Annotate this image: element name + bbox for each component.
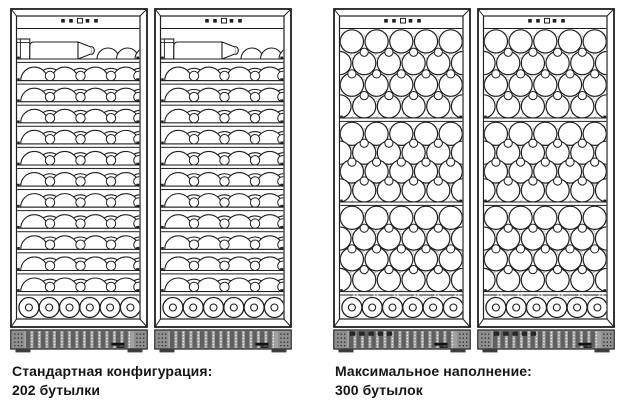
bulk-section xyxy=(484,29,607,122)
bulk-section xyxy=(340,29,463,122)
shelf-row xyxy=(17,171,140,191)
vent-grille xyxy=(333,329,471,353)
top-shelf-lying-bottle xyxy=(161,38,284,63)
caption-title: Максимальное наполнение: xyxy=(335,363,532,379)
shelf-row xyxy=(161,256,284,275)
caption-bottle-count: 300 бутылок xyxy=(335,382,423,398)
control-button-icon xyxy=(94,19,98,23)
control-button-icon xyxy=(536,19,540,23)
bulk-section xyxy=(484,205,607,295)
control-button-icon xyxy=(392,19,396,23)
vent-grille xyxy=(154,329,292,353)
shelf-row xyxy=(17,108,140,127)
display-button-icon xyxy=(544,17,550,24)
shelf-row xyxy=(17,150,140,169)
standing-bottles-row xyxy=(485,294,607,319)
standing-bottles-row xyxy=(18,296,140,319)
vent-grille xyxy=(10,329,148,353)
display-button-icon xyxy=(77,17,83,24)
figure-caption: Максимальное наполнение: 300 бутылок xyxy=(333,362,615,400)
control-panel xyxy=(484,17,607,29)
shelf-row xyxy=(17,235,140,254)
control-button-icon xyxy=(408,19,413,23)
cabinet-foot xyxy=(159,349,175,353)
cabinet-foot xyxy=(450,349,466,353)
shelf-row xyxy=(161,87,284,106)
shelf-row xyxy=(161,171,284,191)
bulk-section xyxy=(484,121,607,206)
control-panel xyxy=(161,17,284,29)
control-panel xyxy=(340,17,463,29)
cabinet-foot xyxy=(271,349,287,353)
cabinet-pair-standard xyxy=(10,8,292,354)
cabinet-foot xyxy=(338,349,354,353)
control-button-icon xyxy=(417,19,421,23)
shelf-row xyxy=(161,150,284,169)
caption-bottle-count: 202 бутылки xyxy=(12,382,101,398)
control-button-icon xyxy=(61,19,65,23)
control-button-icon xyxy=(229,19,234,23)
display-button-icon xyxy=(221,17,227,24)
shelf-row xyxy=(161,66,284,85)
control-button-icon xyxy=(213,19,217,23)
wine-cabinet-drawing xyxy=(154,8,292,353)
standing-bottles-row xyxy=(162,296,284,319)
control-button-icon xyxy=(561,19,565,23)
control-panel xyxy=(17,17,140,29)
wine-cabinet-drawing xyxy=(10,8,148,353)
caption-title: Стандартная конфигурация: xyxy=(12,363,213,379)
shelf-row xyxy=(17,129,140,148)
top-shelf-lying-bottle xyxy=(17,38,140,63)
control-button-icon xyxy=(238,19,242,23)
figure-maximum-filling: Максимальное наполнение: 300 бутылок xyxy=(333,8,615,400)
cabinet-foot xyxy=(127,349,143,353)
shelf-row xyxy=(17,87,140,106)
control-button-icon xyxy=(552,19,557,23)
figure-caption: Стандартная конфигурация: 202 бутылки xyxy=(10,362,292,400)
shelf-row xyxy=(161,108,284,127)
control-button-icon xyxy=(205,19,209,23)
bulk-section xyxy=(340,205,463,295)
wine-cabinet-drawing xyxy=(333,8,471,353)
lying-bottle-icon xyxy=(29,41,79,60)
shelf-row xyxy=(17,214,140,233)
vent-grille xyxy=(477,329,615,353)
wine-cabinet-drawing xyxy=(477,8,615,353)
display-button-icon xyxy=(400,17,406,24)
shelf-row xyxy=(17,66,140,85)
cabinet-foot xyxy=(482,349,498,353)
standing-bottles-row xyxy=(341,294,463,319)
shelf-row xyxy=(161,193,284,212)
shelf-row xyxy=(17,193,140,212)
cabinet-foot xyxy=(15,349,31,353)
shelf-row xyxy=(161,129,284,148)
figure-standard-configuration: Стандартная конфигурация: 202 бутылки xyxy=(10,8,292,400)
shelf-row xyxy=(161,214,284,233)
shelf-row xyxy=(17,256,140,275)
control-button-icon xyxy=(384,19,388,23)
lying-bottle-icon xyxy=(173,41,223,60)
cabinet-pair-maximum xyxy=(333,8,615,354)
control-button-icon xyxy=(85,19,90,23)
shelf-row xyxy=(161,235,284,254)
shelf-row xyxy=(17,277,140,296)
shelf-row xyxy=(161,277,284,296)
bulk-section xyxy=(340,121,463,206)
control-button-icon xyxy=(69,19,73,23)
cabinet-foot xyxy=(594,349,610,353)
control-button-icon xyxy=(528,19,532,23)
